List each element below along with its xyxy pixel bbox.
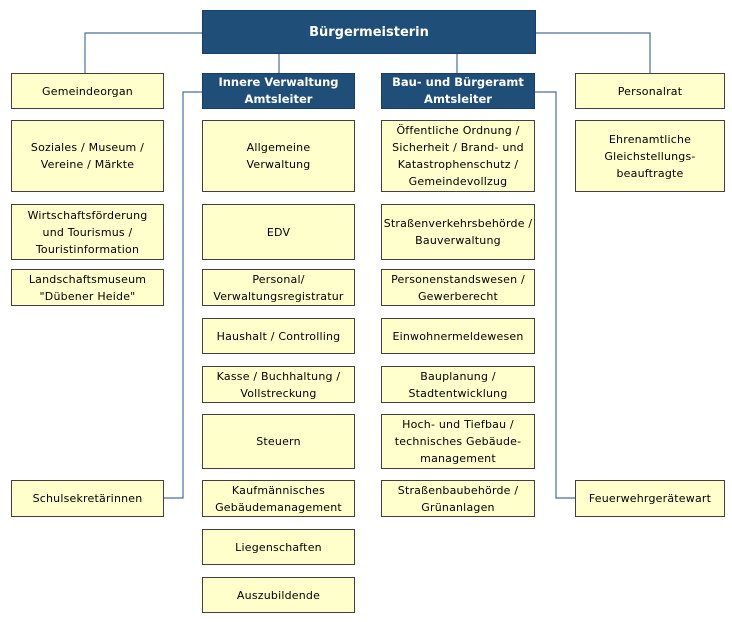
kasse-box: Kasse / Buchhaltung / Vollstreckung [202,366,355,403]
personenstandswesen-box: Personenstandswesen / Gewerberecht [381,269,535,306]
buergermeisterin-box: Bürgermeisterin [202,10,536,54]
bauplanung-box: Bauplanung / Stadtentwicklung [381,366,535,403]
soziales-box: Soziales / Museum / Vereine / Märkte [11,120,164,192]
gleichstellungsbeauftragte-box: Ehrenamtliche Gleichstellungs- beauftrag… [575,120,725,192]
strassenverkehrsbehoerde-box: Straßenverkehrsbehörde / Bauverwaltung [381,204,535,260]
personal-box: Personal/ Verwaltungsregistratur [202,269,355,306]
schulsekretaerinnen-box: Schulsekretärinnen [11,480,164,517]
personalrat-box: Personalrat [575,73,725,109]
allgemeine-verwaltung-box: Allgemeine Verwaltung [202,120,355,192]
hoch-tiefbau-box: Hoch- und Tiefbau / technisches Gebäude-… [381,414,535,469]
liegenschaften-box: Liegenschaften [202,529,355,565]
steuern-box: Steuern [202,414,355,469]
kaufmaennisches-box: Kaufmännisches Gebäudemanagement [202,480,355,517]
einwohnermeldewesen-box: Einwohnermeldewesen [381,318,535,354]
feuerwehrgeraetewart-box: Feuerwehrgerätewart [575,480,725,517]
haushalt-box: Haushalt / Controlling [202,318,355,354]
edv-box: EDV [202,204,355,260]
wirtschaftsfoerderung-box: Wirtschaftsförderung und Tourismus / Tou… [11,204,164,260]
landschaftsmuseum-box: Landschaftsmuseum "Dübener Heide" [11,269,164,306]
oeffentliche-ordnung-box: Öffentliche Ordnung / Sicherheit / Brand… [381,120,535,192]
gemeindeorgan-box: Gemeindeorgan [11,73,164,109]
auszubildende-box: Auszubildende [202,577,355,613]
strassenbaubehoerde-box: Straßenbaubehörde / Grünanlagen [381,480,535,517]
innere-verwaltung-header: Innere Verwaltung Amtsleiter [202,73,355,109]
bau-buergeramt-header: Bau- und Bürgeramt Amtsleiter [381,73,535,109]
